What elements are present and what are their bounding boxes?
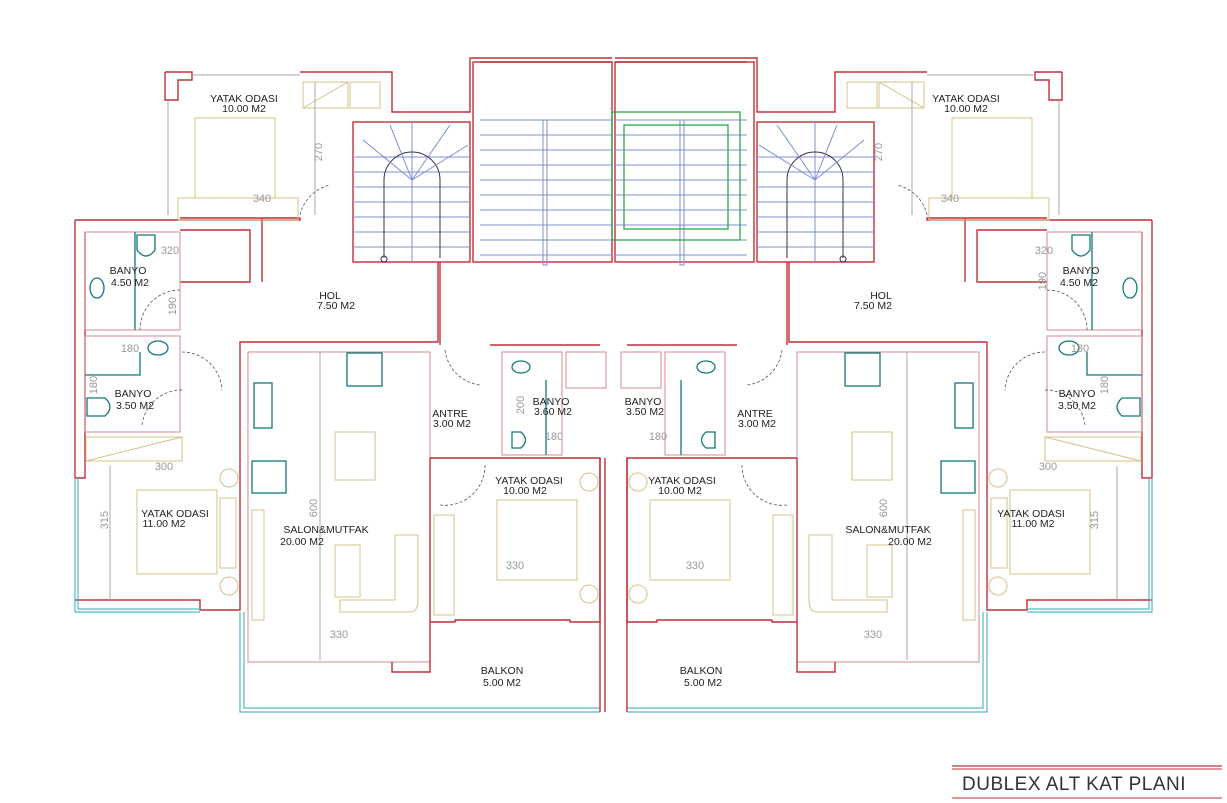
dimension-label: 300 (155, 461, 173, 473)
room-area: 3.00 M2 (433, 418, 471, 430)
room-area: 10.00 M2 (944, 103, 988, 115)
dimension-label: 300 (1039, 461, 1057, 473)
dimension-label: 180 (1071, 343, 1089, 355)
elevator-shaft (611, 111, 741, 241)
room-area: 10.00 M2 (658, 485, 702, 497)
dimension-label: 330 (330, 629, 348, 641)
plan-title: DUBLEX ALT KAT PLANI (962, 774, 1186, 795)
dimension-label: 330 (864, 629, 882, 641)
room-name: YATAK ODASI (210, 93, 278, 105)
room-area: 3.00 M2 (738, 418, 776, 430)
room-area: 10.00 M2 (503, 485, 547, 497)
room-name: BANYO (533, 396, 570, 408)
left-unit-plan (74, 57, 613, 713)
dimension-label: 270 (873, 143, 885, 161)
room-name: HOL (870, 290, 892, 302)
dimension-label: 180 (121, 343, 139, 355)
room-area: 4.50 M2 (111, 277, 149, 289)
dimension-label: 340 (941, 193, 959, 205)
dimension-label: 190 (167, 297, 179, 315)
dimension-label: 190 (1037, 272, 1049, 290)
dimension-label: 180 (1099, 376, 1111, 394)
room-name: YATAK ODASI (648, 475, 716, 487)
room-name: SALON&MUTFAK (845, 524, 930, 536)
dimension-label: 180 (545, 431, 563, 443)
room-area: 5.00 M2 (483, 677, 521, 689)
dimension-label: 180 (649, 431, 667, 443)
room-name: YATAK ODASI (495, 475, 563, 487)
dimension-label: 600 (308, 499, 320, 517)
room-area: 4.50 M2 (1060, 277, 1098, 289)
room-area: 5.00 M2 (684, 677, 722, 689)
room-area: 7.50 M2 (317, 300, 355, 312)
room-area: 7.50 M2 (854, 300, 892, 312)
room-area: 20.00 M2 (280, 536, 324, 548)
room-area: 20.00 M2 (888, 536, 932, 548)
room-name: ANTRE (432, 408, 468, 420)
dimension-label: 315 (1089, 511, 1101, 529)
room-area: 11.00 M2 (1012, 518, 1055, 530)
room-area: 3.60 M2 (534, 406, 572, 418)
room-name: BALKON (680, 665, 723, 677)
dimension-label: 340 (253, 193, 271, 205)
dimension-label: 270 (313, 143, 325, 161)
room-name: BANYO (625, 396, 662, 408)
dimension-label: 180 (88, 376, 100, 394)
room-name: YATAK ODASI (141, 508, 209, 520)
room-name: BANYO (1063, 265, 1100, 277)
room-name: BANYO (1059, 388, 1096, 400)
room-name: BANYO (115, 388, 152, 400)
room-name: YATAK ODASI (997, 508, 1065, 520)
room-name: SALON&MUTFAK (283, 524, 368, 536)
dimension-label: 320 (161, 245, 179, 257)
room-area: 3.50 M2 (116, 400, 154, 412)
dimension-label: 600 (878, 499, 890, 517)
room-name: BALKON (481, 665, 524, 677)
dimension-label: 330 (686, 560, 704, 572)
elevator-cabin (623, 124, 729, 230)
room-area: 11.00 M2 (143, 518, 186, 530)
room-name: BANYO (110, 265, 147, 277)
room-name: YATAK ODASI (932, 93, 1000, 105)
dimension-label: 320 (1035, 245, 1053, 257)
room-name: ANTRE (737, 408, 773, 420)
room-area: 3.50 M2 (626, 406, 664, 418)
dimension-label: 330 (506, 560, 524, 572)
dimension-label: 315 (99, 511, 111, 529)
room-area: 3.50 M2 (1058, 400, 1096, 412)
room-name: HOL (319, 290, 341, 302)
room-area: 10.00 M2 (222, 103, 266, 115)
dimension-label: 200 (515, 396, 527, 414)
